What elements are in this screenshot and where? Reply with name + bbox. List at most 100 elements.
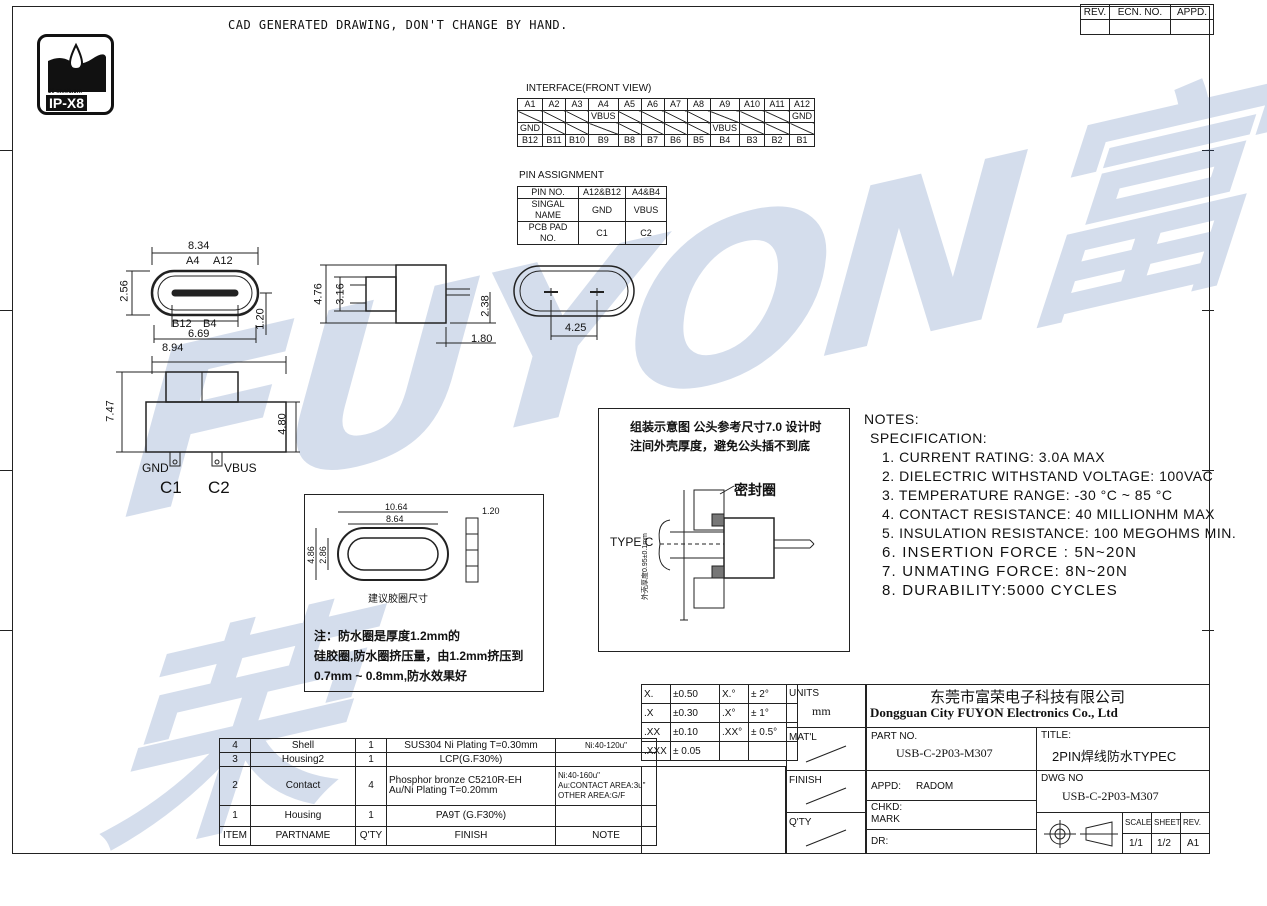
label-a4: A4 — [186, 255, 200, 267]
assembly-title-line: 注间外壳厚度，避免公头插不到底 — [630, 439, 811, 453]
dim-side-inner: 3.16 — [334, 283, 347, 305]
divider — [1036, 727, 1037, 854]
pin-cell: PIN NO. — [517, 186, 579, 199]
interface-cell — [617, 110, 642, 123]
assembly-title: 组装示意图 公头参考尺寸7.0 设计时 注间外壳厚度，避免公头插不到底 — [630, 418, 821, 456]
divider — [1036, 812, 1210, 813]
company-name-en: Dongguan City FUYON Electronics Co., Ltd — [870, 705, 1118, 720]
pin-cell: A4&B4 — [625, 186, 667, 199]
note-item: 6. INSERTION FORCE : 5N~20N — [882, 544, 1138, 561]
assembly-drawing — [658, 485, 815, 621]
interface-cell: GND — [517, 122, 543, 135]
interface-cell — [517, 110, 543, 123]
interface-cell: A4 — [588, 98, 619, 111]
mark-label: MARK — [871, 814, 900, 825]
dim-front-inner: 6.69 — [188, 328, 210, 340]
interface-cell — [640, 122, 665, 135]
pin-cell: SINGAL NAME — [517, 198, 579, 222]
frame-tick — [0, 630, 12, 631]
bom-cell: 2 — [219, 766, 251, 806]
approved-value: RADOM — [916, 781, 954, 792]
notes-section: NOTES: SPECIFICATION: 1. CURRENT RATING:… — [864, 410, 1236, 600]
drawing-frame — [12, 6, 1210, 854]
bottom-view-drawing — [116, 356, 300, 467]
divider — [786, 812, 866, 813]
tolerance-blank — [641, 766, 786, 854]
ecn-header: ECN. NO. — [1109, 4, 1171, 20]
tolerance-cell: X.° — [719, 684, 749, 704]
bom-cell: 1 — [355, 738, 387, 753]
interface-cell — [542, 122, 566, 135]
bom-cell: SUS304 Ni Plating T=0.30mm — [386, 738, 556, 753]
frame-tick — [1202, 150, 1214, 151]
dim-side-pin: 2.38 — [479, 295, 492, 317]
frame-tick — [1202, 630, 1214, 631]
interface-cell: A2 — [542, 98, 566, 111]
interface-cell: A6 — [640, 98, 665, 111]
bom-cell: 4 — [355, 766, 387, 806]
bom-header-cell: PARTNAME — [250, 826, 356, 846]
bom-cell: PA9T (G.F30%) — [386, 805, 556, 827]
gasket-note-line: 注：防水圈是厚度1.2mm的 — [314, 629, 461, 643]
interface-cell: B3 — [739, 134, 766, 147]
pin-cell: VBUS — [625, 198, 667, 222]
interface-cell: A3 — [565, 98, 589, 111]
finish-label: FINISH — [789, 775, 822, 786]
note-item: 1. CURRENT RATING: 3.0A MAX — [882, 449, 1106, 465]
notes-heading: NOTES: — [864, 411, 920, 427]
pin-cell: A12&B12 — [578, 186, 626, 199]
bom-cell: 3 — [219, 752, 251, 767]
divider — [866, 727, 1210, 728]
ip-rating: IP-X8 — [46, 95, 88, 111]
bom-header-cell: ITEM — [219, 826, 251, 846]
divider — [786, 727, 866, 728]
pad-c2-label: C2 — [208, 478, 230, 497]
ip-badge: 30 Min/1.5m IP-X8 — [37, 34, 114, 115]
bom-cell: 1 — [355, 805, 387, 827]
tolerance-cell — [748, 741, 798, 761]
dwg-no-label: DWG NO — [1041, 773, 1084, 784]
gasket-note-line: 硅胶圈,防水圈挤压量，由1.2mm挤压到 — [314, 649, 524, 663]
tolerance-cell: ±0.30 — [670, 703, 720, 723]
units-value: mm — [812, 704, 831, 718]
bom-header-cell: Q'TY — [355, 826, 387, 846]
checked-label: CHKD: — [871, 802, 903, 813]
interface-cell: VBUS — [709, 122, 741, 135]
sheet-value: 1/2 — [1157, 838, 1171, 849]
bom-header-cell: NOTE — [555, 826, 657, 846]
bom-cell: 1 — [355, 752, 387, 767]
bom-cell: 4 — [219, 738, 251, 753]
bom-cell: Housing2 — [250, 752, 356, 767]
sheet-label: SHEET — [1154, 818, 1181, 827]
interface-cell — [542, 110, 566, 123]
pad-c1-label: C1 — [160, 478, 182, 497]
frame-tick — [1202, 310, 1214, 311]
note-item: 8. DURABILITY:5000 CYCLES — [882, 582, 1118, 599]
divider — [1122, 833, 1210, 834]
material-label: MAT'L — [789, 732, 817, 743]
interface-cell — [764, 122, 791, 135]
rev-header: REV. — [1080, 4, 1110, 20]
pin-vbus-label: VBUS — [224, 461, 257, 475]
assembly-title-line: 组装示意图 公头参考尺寸7.0 设计时 — [630, 420, 822, 434]
interface-cell: A9 — [709, 98, 741, 111]
bom-header-cell: FINISH — [386, 826, 556, 846]
bom-cell: Housing — [250, 805, 356, 827]
side-view-drawing — [320, 264, 496, 347]
drawn-label: DR: — [871, 836, 889, 847]
seal-ring-label: 密封圈 — [734, 482, 776, 498]
type-c-label: TYPE C — [610, 535, 654, 549]
interface-cell: A5 — [617, 98, 642, 111]
ip-depth: 30 Min/1.5m — [48, 89, 83, 95]
gasket-thickness: 1.20 — [482, 506, 500, 516]
frame-tick — [0, 470, 12, 471]
approved-label: APPD: — [871, 781, 902, 792]
gasket-note: 注：防水圈是厚度1.2mm的 硅胶圈,防水圈挤压量，由1.2mm挤压到 0.7m… — [314, 626, 523, 686]
interface-cell: B12 — [517, 134, 543, 147]
divider — [786, 770, 866, 771]
interface-cell — [588, 122, 619, 135]
interface-cell: A11 — [764, 98, 791, 111]
tolerance-cell: .XX° — [719, 722, 749, 742]
